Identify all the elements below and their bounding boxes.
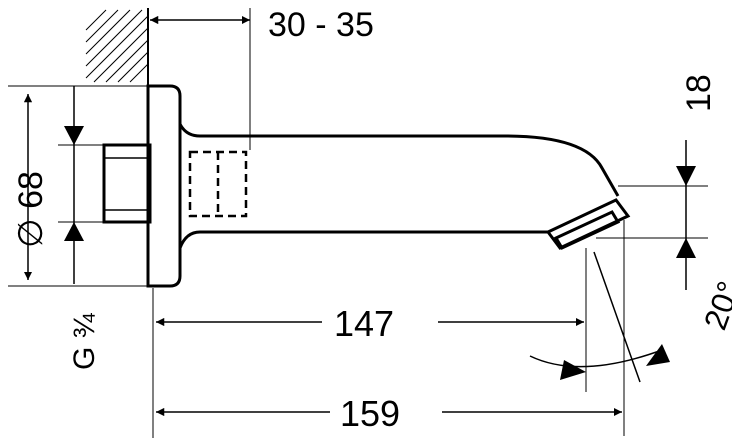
dim-flange-label: ∅ 68 — [12, 171, 50, 248]
wall-hatch — [85, 9, 149, 83]
thread-nipple — [102, 143, 152, 224]
dim-projection-long-label: 159 — [340, 393, 400, 434]
dim-projection-short-label: 147 — [334, 303, 394, 344]
dim-thread-label: G ¾ — [68, 312, 101, 370]
spout-outlet — [545, 198, 631, 250]
spout-body — [178, 123, 620, 197]
dim-angle-label: 20° — [697, 277, 732, 335]
dim-wall-depth-label: 30 - 35 — [268, 6, 374, 44]
dim-angle-arc — [529, 349, 663, 368]
wall-flange — [146, 84, 182, 288]
hidden-insert — [188, 150, 248, 218]
dim-height-label: 18 — [680, 74, 718, 112]
spout-underside — [178, 230, 548, 249]
